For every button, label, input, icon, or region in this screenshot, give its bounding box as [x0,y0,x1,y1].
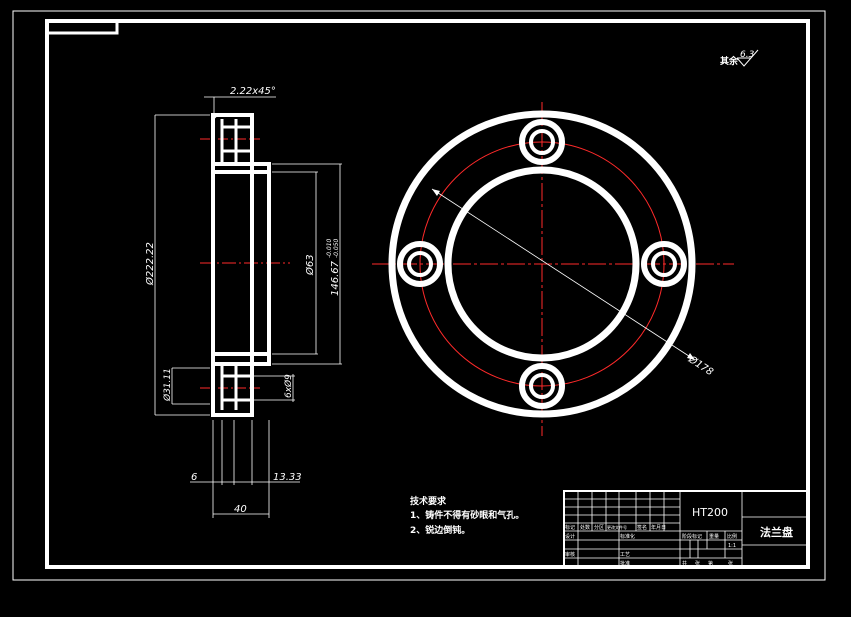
tb-cell: 设计 [565,533,575,540]
dim-width-right: 13.33 [273,472,302,483]
outer-frame [12,10,826,581]
tech-note-item: 1、铸件不得有砂眼和气孔。 [410,509,524,521]
dim-total-width: 40 [234,504,247,515]
tb-cell: 工艺 [620,552,630,558]
title-part-name: 法兰盘 [760,525,793,539]
tb-cell: 张 [728,560,733,567]
dim-counterbore: Ø31.11 [162,368,173,402]
tb-cell: 阶段标记 [682,533,702,540]
title-material: HT200 [692,506,728,519]
tb-cell: 第 [708,560,713,567]
tb-cell: 批准 [620,560,630,567]
tb-cell: 处数 [580,524,590,531]
tb-cell: 更改文件号 [607,524,627,530]
dim-pcd: Ø178 [686,353,716,378]
tb-cell: 重量 [709,533,719,540]
tech-notes-heading: 技术要求 [410,495,447,507]
dim-outer-dia: Ø222.22 [144,242,156,286]
dim-chamfer: 2.22x45° [230,86,276,97]
tb-cell: 张 [695,560,700,567]
dim-hub-dia: 146.67 [330,260,341,296]
roughness-value: 6.3 [740,50,755,60]
dim-width-left: 6 [191,472,197,483]
title-block: HT200 法兰盘 标记 处数 分区 更改文件号 签名 年月日 设计 标准化 阶… [563,490,809,568]
tb-cell: 分区 [594,524,604,531]
tb-cell: 标准化 [620,533,635,540]
tech-notes: 技术要求 1、铸件不得有砂眼和气孔。 2、锐边倒钝。 [410,495,524,536]
dim-hole-spec: 6xØ9 [283,374,294,398]
roughness-label: 其余 [720,55,739,67]
tb-cell: 比例 [727,533,737,540]
tb-cell: 共 [682,560,687,567]
dim-bore-dia: Ø63 [304,254,316,276]
side-view: 2.22x45° Ø222.22 Ø63 146.67 -0.010 -0.05… [144,86,342,518]
dim-hub-tol-upper: -0.010 [326,238,333,258]
tb-cell: 签名 [637,524,647,531]
tb-cell: 标记 [565,524,575,531]
roughness-symbol: 其余 6.3 [720,49,759,67]
tb-cell: 审核 [565,551,575,558]
front-view: Ø178 [372,102,734,436]
inner-frame [45,19,810,569]
dim-hub-tol-lower: -0.050 [333,238,340,258]
corner-label-box [45,19,119,35]
tech-note-item: 2、锐边倒钝。 [410,524,470,536]
tb-cell: 年月日 [651,524,666,531]
tb-scale: 1:1 [728,543,736,549]
